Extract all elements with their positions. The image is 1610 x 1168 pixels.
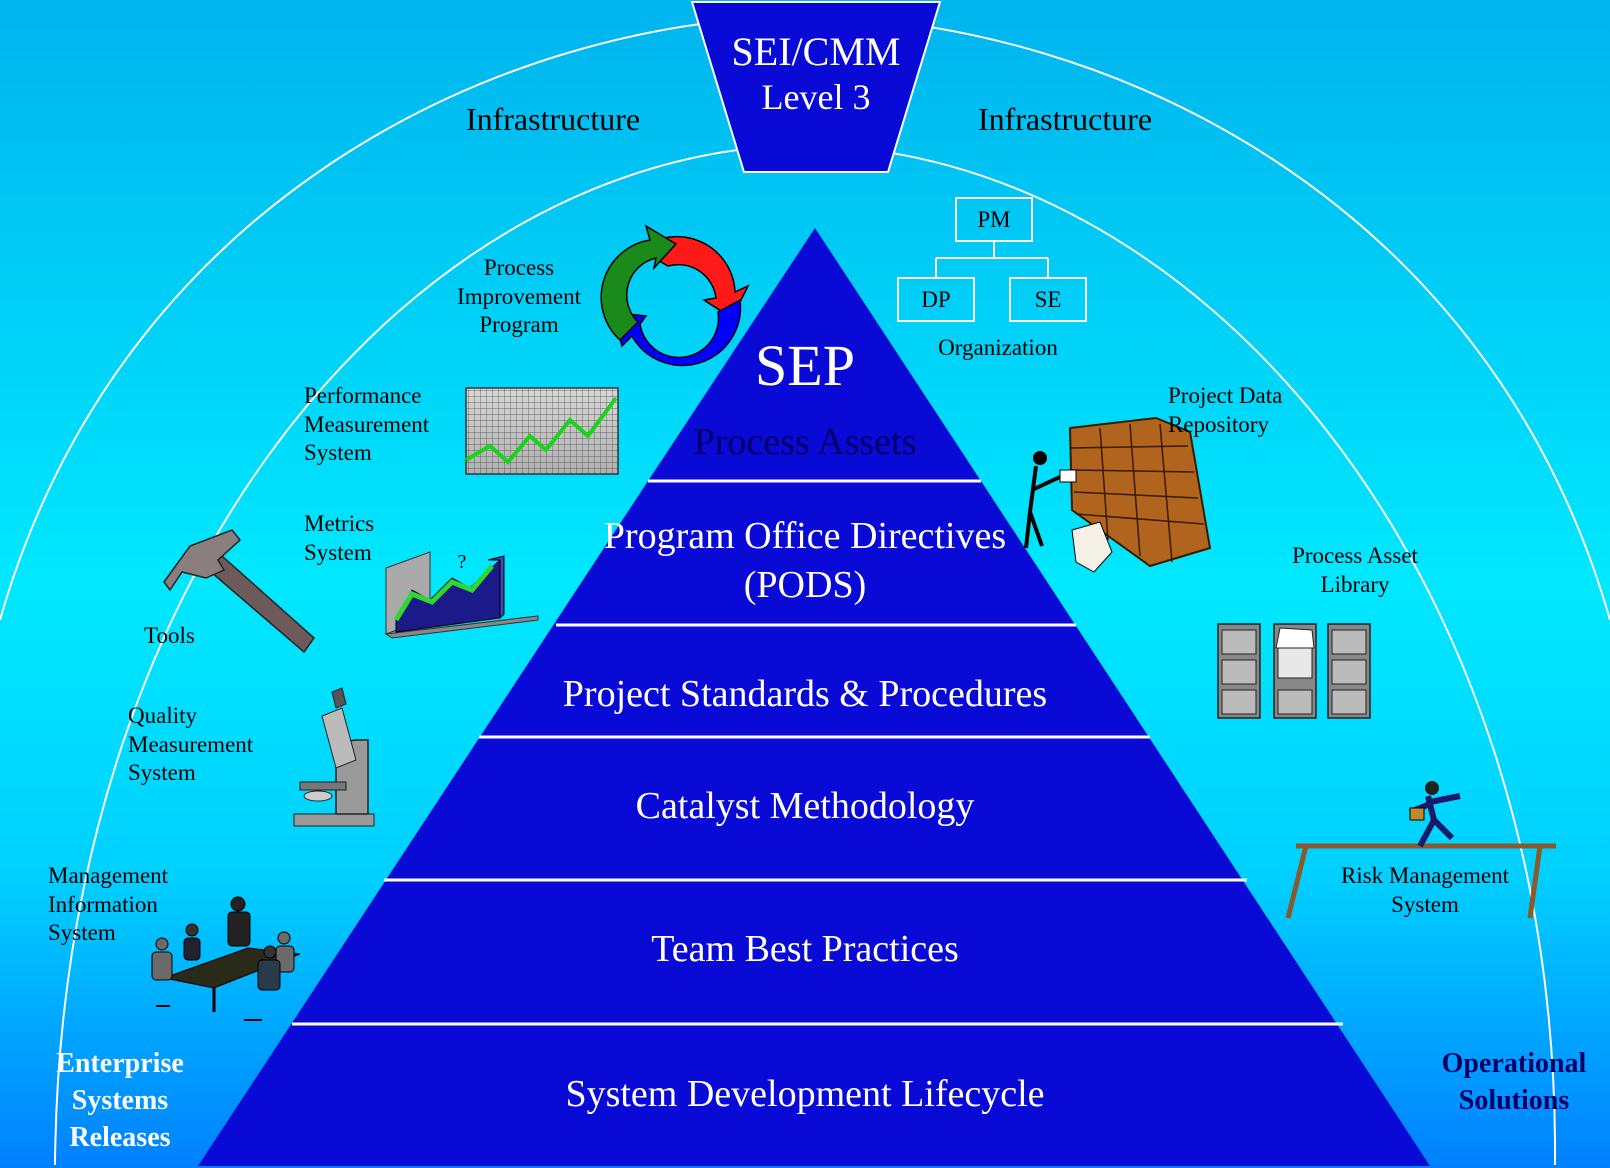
process-improvement-label: Process Improvement Program — [450, 254, 588, 340]
process-asset-library-label: Process Asset Library — [1270, 542, 1440, 599]
meeting-icon — [151, 896, 301, 1021]
tightrope-icon — [1285, 781, 1556, 919]
label-line: System — [304, 440, 372, 466]
project-data-repository-label: Project Data Repository — [1168, 382, 1282, 439]
level-banner-text: SEI/CMM Level 3 — [692, 28, 940, 119]
management-information-label: Management Information System — [48, 862, 168, 948]
tier-program-office-directives-text: Program Office Directives (PODS) — [603, 515, 1007, 607]
level-banner — [690, 1, 942, 173]
label-line: Management — [48, 863, 169, 888]
label-line: Improvement — [457, 283, 581, 309]
label-line: Process Asset — [1292, 543, 1418, 568]
hammer-icon — [163, 529, 316, 654]
performance-measurement-label: Performance Measurement System — [304, 382, 429, 468]
org-caption: Organization — [938, 335, 1058, 360]
label-line: Metrics — [304, 511, 375, 536]
label-line: System — [304, 539, 372, 565]
label-line: System — [48, 920, 116, 946]
label-line: Repository — [1168, 411, 1269, 437]
label-line: Project Data — [1168, 383, 1283, 408]
label-line: Library — [1320, 571, 1390, 597]
label-line: Enterprise — [56, 1048, 184, 1079]
label-line: Solutions — [1458, 1084, 1570, 1116]
tier-system-development-lifecycle: System Development Lifecycle — [565, 1073, 1045, 1115]
metrics-question-mark: ? — [457, 551, 467, 573]
banner-line-1: SEI/CMM — [731, 29, 901, 74]
risk-management-label: Risk Management System — [1322, 862, 1528, 919]
org-se-label: SE — [1034, 287, 1062, 312]
banner-line-2: Level 3 — [761, 77, 871, 117]
label-line: Quality — [128, 703, 197, 728]
pyramid — [198, 228, 1430, 1166]
metrics-system-label: Metrics System — [304, 510, 374, 567]
bar-chart-icon — [384, 551, 539, 639]
pyramid-apex-title: SEP — [755, 333, 855, 398]
label-line: Process — [483, 255, 555, 280]
org-pm-label: PM — [977, 207, 1011, 232]
infrastructure-right-label: Infrastructure — [977, 101, 1153, 137]
tier-dividers — [292, 479, 1343, 1026]
tier-project-standards: Project Standards & Procedures — [562, 673, 1048, 715]
infrastructure-left-label: Infrastructure — [465, 101, 641, 137]
cycle-arrows-icon — [600, 224, 750, 367]
file-shelf-icon — [1024, 416, 1212, 573]
tier-catalyst-methodology: Catalyst Methodology — [635, 785, 975, 827]
label-line: Risk Management — [1341, 863, 1509, 888]
org-dp-label: DP — [921, 287, 951, 312]
file-cabinets-icon — [1217, 623, 1371, 719]
label-line: Information — [48, 891, 158, 917]
label-line: Measurement — [128, 731, 254, 757]
tier-team-best-practices: Team Best Practices — [651, 928, 959, 970]
label-line: System — [128, 760, 196, 786]
label-line: System — [1391, 891, 1459, 917]
enterprise-systems-releases-label: Enterprise Systems Releases — [36, 1046, 204, 1157]
label-line: Program — [479, 312, 559, 338]
microscope-icon — [293, 687, 375, 827]
label-line: Systems — [71, 1084, 169, 1116]
label-line: Measurement — [304, 411, 430, 437]
line-graph-icon — [464, 387, 619, 475]
org-chart — [897, 197, 1087, 322]
tier-program-office-directives: Program Office Directives (PODS) — [0, 512, 1610, 611]
label-line: Operational — [1441, 1048, 1587, 1079]
tools-label: Tools — [144, 623, 195, 648]
label-line: Performance — [304, 383, 422, 408]
operational-solutions-label: Operational Solutions — [1424, 1046, 1604, 1120]
label-line: Releases — [69, 1121, 171, 1153]
tier-process-assets: Process Assets — [693, 421, 917, 463]
quality-measurement-label: Quality Measurement System — [128, 702, 253, 788]
